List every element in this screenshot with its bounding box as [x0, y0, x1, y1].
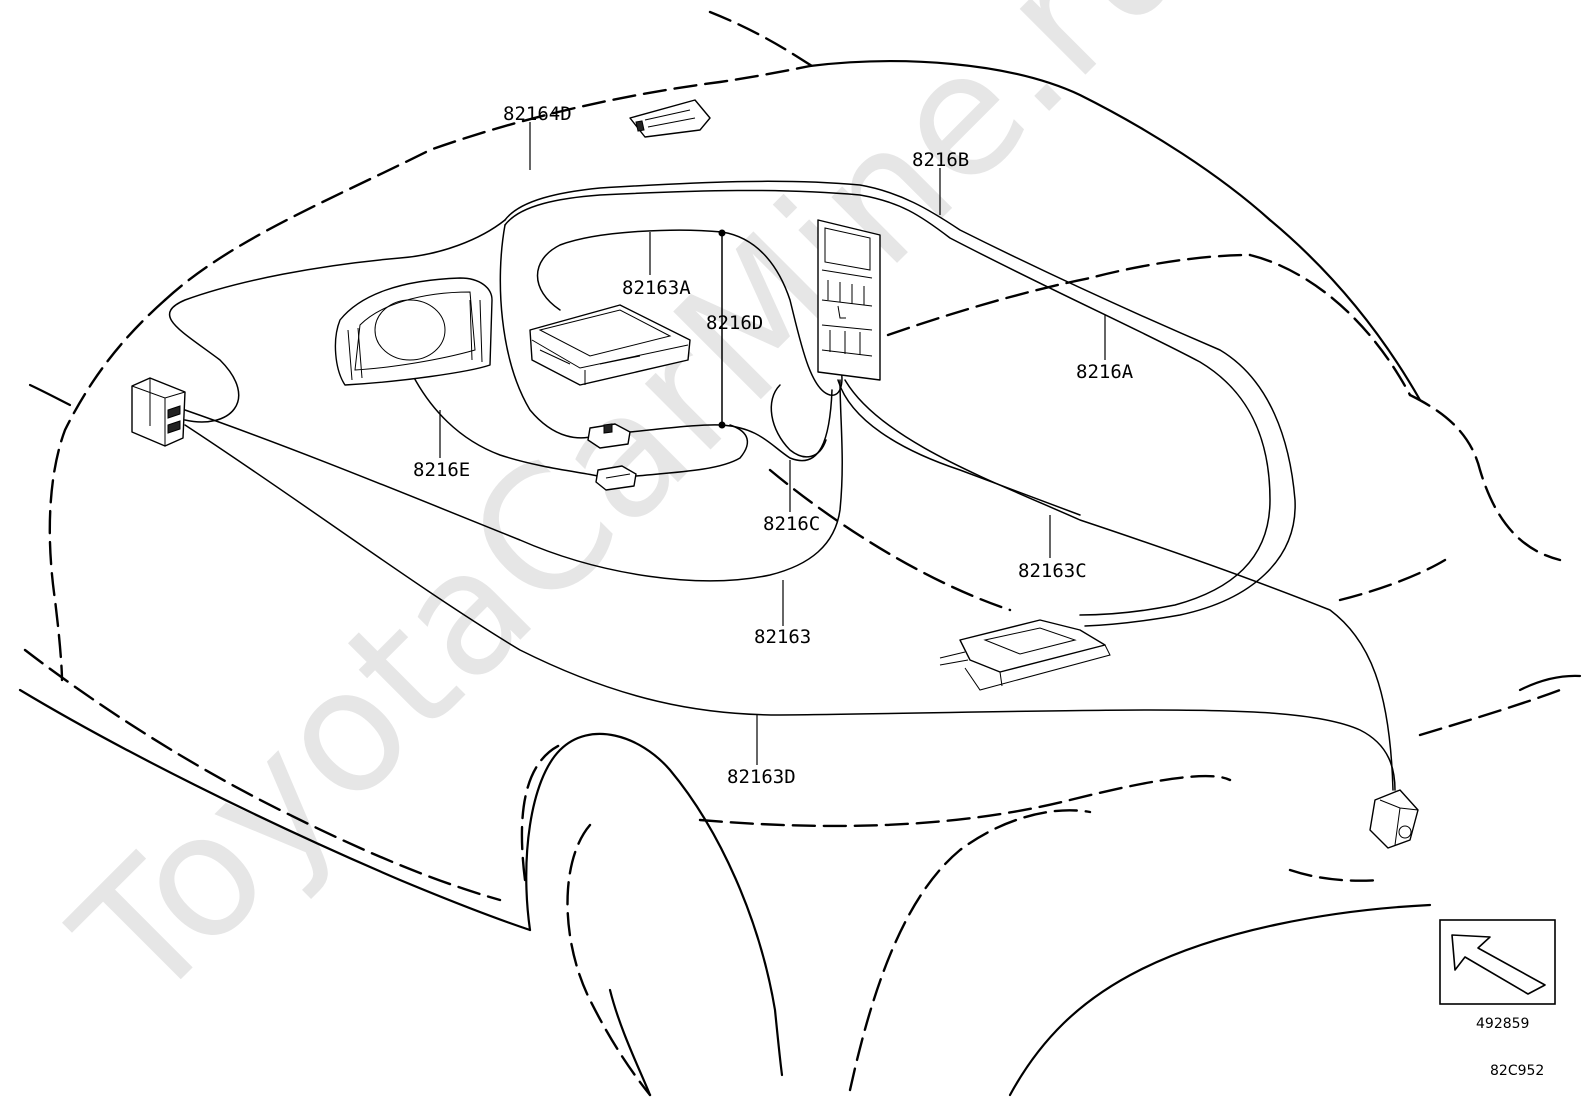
wire-harnesses [168, 180, 1396, 791]
front-direction-arrow-icon [1451, 934, 1546, 995]
label-8216C: 8216C [763, 513, 820, 535]
combination-meter [334, 277, 493, 386]
navigation-head-unit [529, 304, 691, 386]
label-8216E: 8216E [413, 459, 470, 481]
floor-control-module [939, 619, 1111, 691]
label-8216B: 8216B [912, 149, 969, 171]
view-direction-box: 492859 [1439, 919, 1556, 1032]
figure-code-label: 82C952 [1490, 1063, 1544, 1079]
label-82163C: 82163C [1018, 560, 1087, 582]
part-labels: 82164D 8216B 82163A 8216D 8216A 8216E 82… [413, 103, 1134, 788]
label-8216A: 8216A [1076, 361, 1134, 383]
label-82163D: 82163D [727, 766, 796, 788]
junction-point-top [718, 229, 726, 237]
center-stack-panel [817, 219, 881, 381]
label-82164D: 82164D [503, 103, 572, 125]
label-82163A: 82163A [622, 277, 691, 299]
arrow-code-label: 492859 [1476, 1016, 1529, 1032]
junction-point-bottom [718, 421, 726, 429]
left-side-module [131, 377, 186, 447]
leader-lines [439, 122, 1106, 765]
roof-sensor-module [629, 99, 711, 138]
label-82163: 82163 [754, 626, 811, 648]
harness-connector-lower [595, 465, 637, 491]
label-8216D: 8216D [706, 312, 763, 334]
harness-connector-upper [587, 423, 631, 449]
rear-camera-module [1369, 789, 1419, 849]
vehicle-body-outline [18, 10, 1582, 1097]
